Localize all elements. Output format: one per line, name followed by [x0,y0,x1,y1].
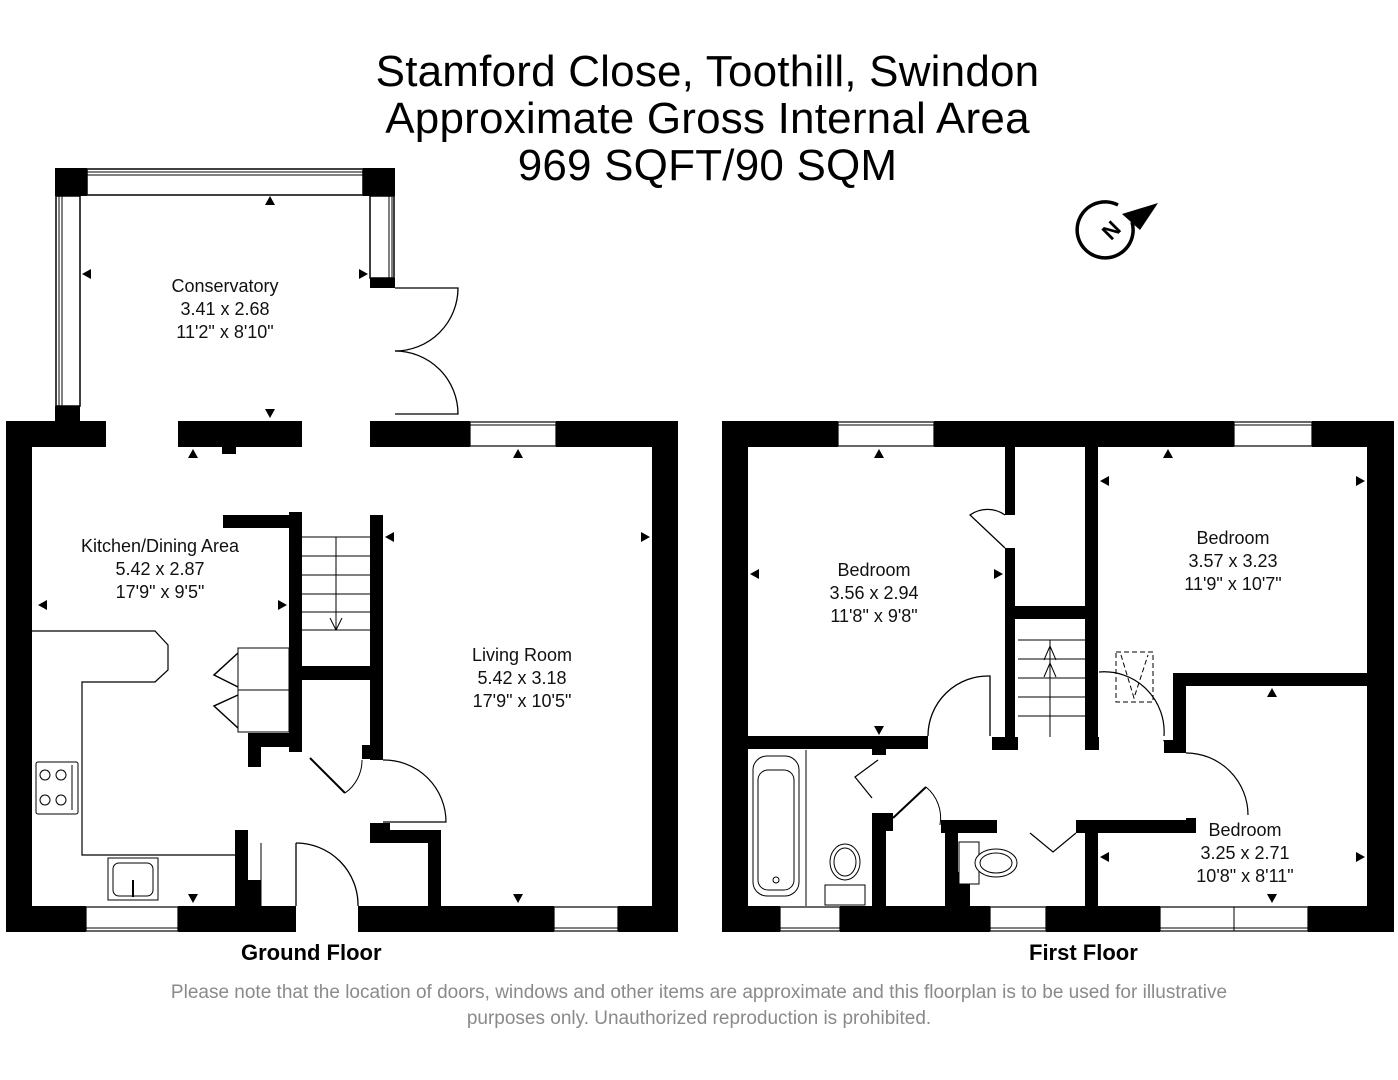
room-bedroom-3: Bedroom 3.25 x 2.71 10'8" x 8'11" [1196,820,1293,886]
room-bedroom-2: Bedroom 3.57 x 3.23 11'9" x 10'7" [1184,528,1281,594]
svg-text:Bedroom: Bedroom [1196,528,1269,548]
svg-text:Kitchen/Dining Area: Kitchen/Dining Area [81,536,240,556]
svg-text:3.25 x 2.71: 3.25 x 2.71 [1200,843,1289,863]
svg-text:11'9" x 10'7": 11'9" x 10'7" [1184,574,1281,594]
svg-text:3.41 x 2.68: 3.41 x 2.68 [180,299,269,319]
north-compass-icon: N [1075,200,1158,260]
room-conservatory: Conservatory 3.41 x 2.68 11'2" x 8'10" [171,276,278,342]
sink-icon [107,857,159,901]
svg-text:5.42 x 3.18: 5.42 x 3.18 [477,668,566,688]
toilet-icon [824,843,866,906]
bathtub-icon [752,755,800,897]
svg-text:3.56 x 2.94: 3.56 x 2.94 [829,583,918,603]
property-address: Stamford Close, Toothill, Swindon [375,47,1040,96]
area-subtitle: Approximate Gross Internal Area [385,94,1030,143]
svg-text:Conservatory: Conservatory [171,276,278,296]
svg-text:10'8" x 8'11": 10'8" x 8'11" [1196,866,1293,886]
room-bedroom-1: Bedroom 3.56 x 2.94 11'8" x 9'8" [829,560,918,626]
title-block: Stamford Close, Toothill, Swindon Approx… [300,48,1115,189]
first-floor-label: First Floor [1029,940,1138,965]
compass-letter: N [1097,216,1126,245]
ground-floor-plan [6,168,678,932]
ground-floor-label: Ground Floor [241,940,382,965]
svg-text:11'2" x 8'10": 11'2" x 8'10" [176,322,273,342]
svg-text:Bedroom: Bedroom [837,560,910,580]
disclaimer: Please note that the location of doors, … [40,980,1358,1032]
svg-text:17'9" x 10'5": 17'9" x 10'5" [473,691,572,711]
svg-text:3.57 x 3.23: 3.57 x 3.23 [1188,551,1277,571]
first-floor-plan [722,421,1394,932]
svg-text:Living Room: Living Room [472,645,572,665]
disclaimer-line-1: Please note that the location of doors, … [170,982,1228,1003]
svg-text:5.42 x 2.87: 5.42 x 2.87 [115,559,204,579]
svg-text:Bedroom: Bedroom [1208,820,1281,840]
room-living-room: Living Room 5.42 x 3.18 17'9" x 10'5" [472,645,572,711]
wc-toilet-icon [958,841,1018,885]
svg-text:17'9" x 9'5": 17'9" x 9'5" [116,582,205,602]
hob-icon [35,761,79,815]
disclaimer-line-2: purposes only. Unauthorized reproduction… [466,1008,932,1029]
svg-text:11'8" x 9'8": 11'8" x 9'8" [830,606,917,626]
room-kitchen-dining: Kitchen/Dining Area 5.42 x 2.87 17'9" x … [81,536,240,602]
total-area: 969 SQFT/90 SQM [517,141,898,190]
